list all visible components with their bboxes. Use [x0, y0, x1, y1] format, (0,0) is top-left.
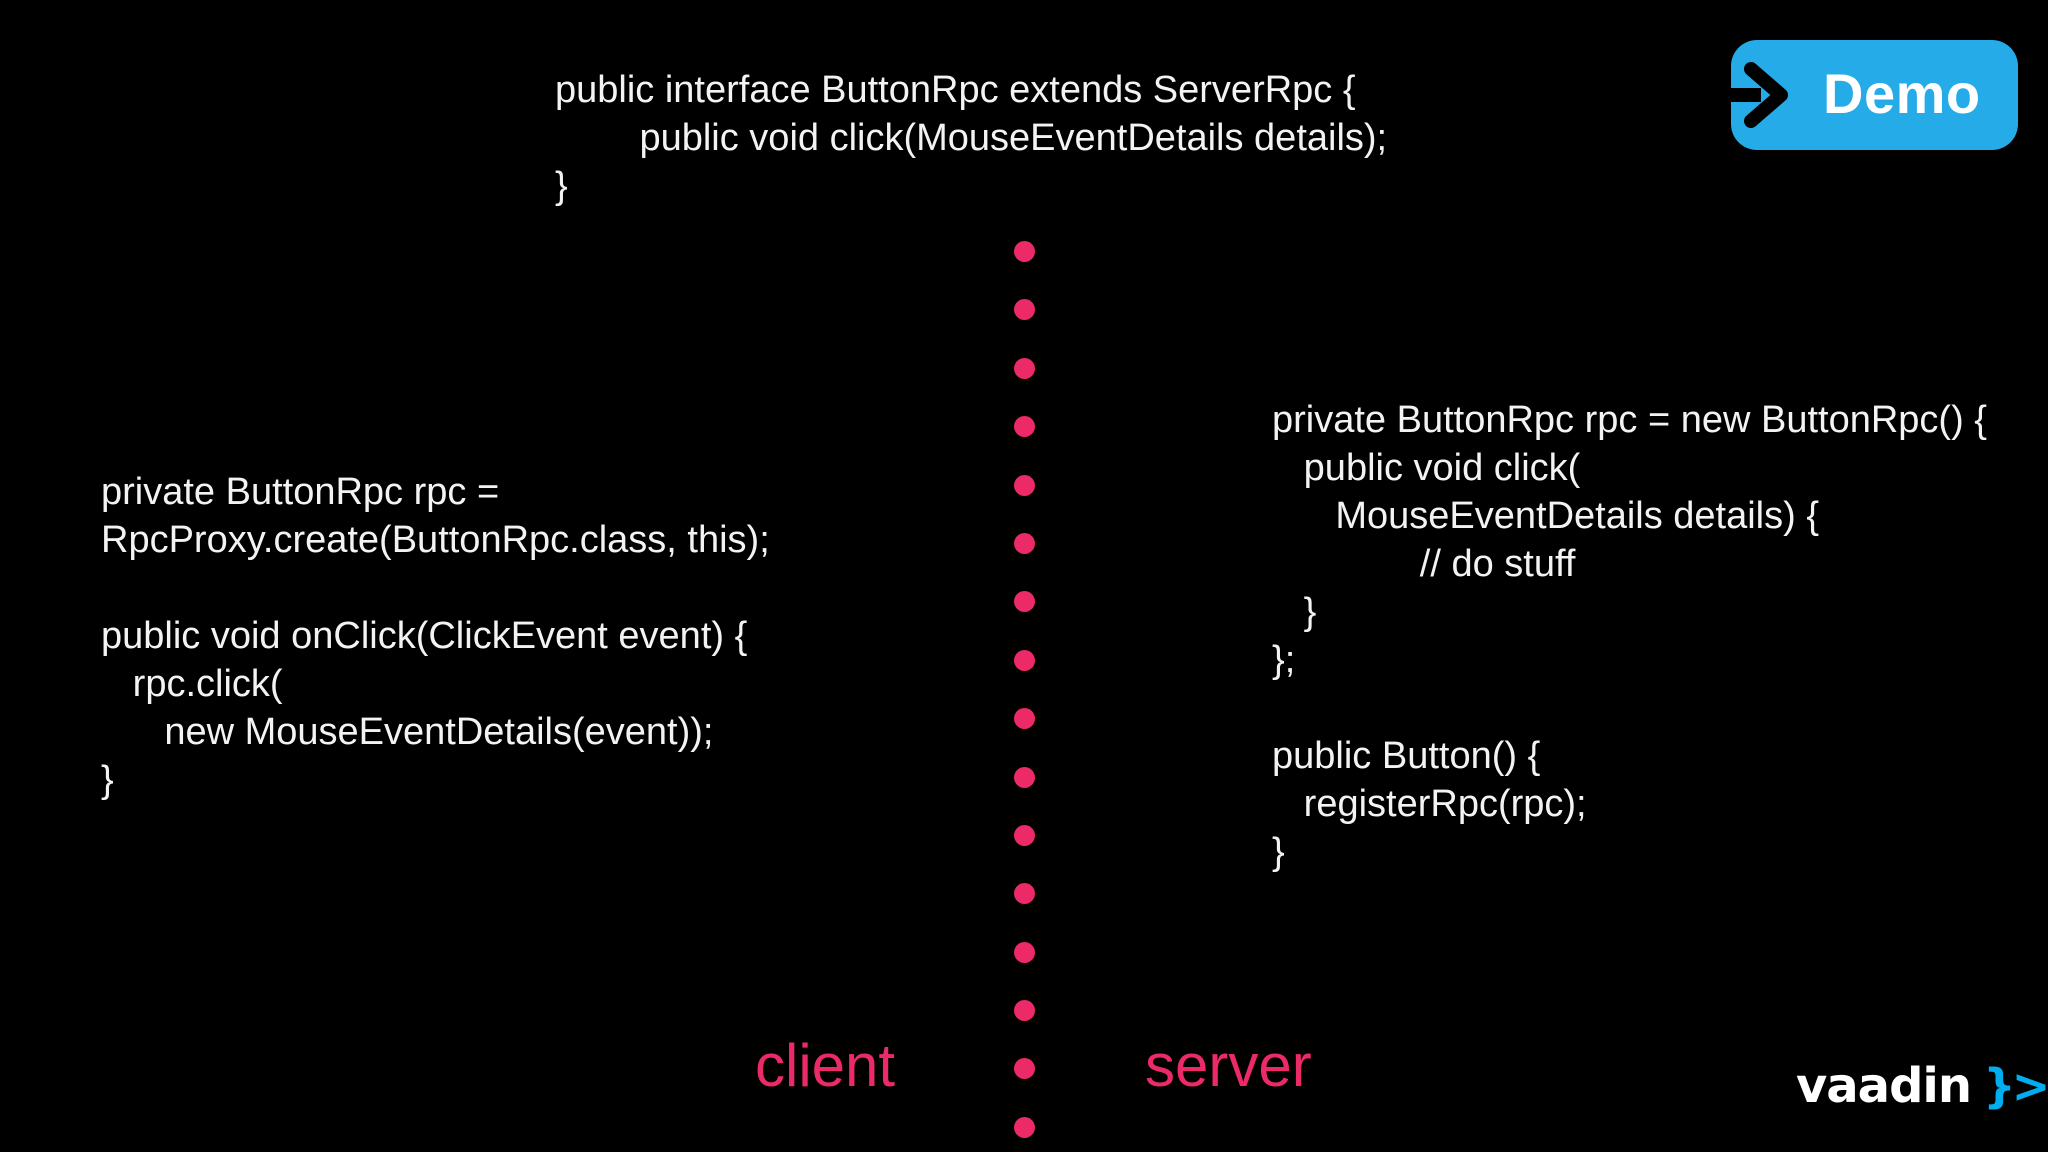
server-label: server [1145, 1032, 1312, 1099]
vaadin-logo-symbol-icon: }> [1983, 1059, 2048, 1113]
client-code-block: private ButtonRpc rpc = RpcProxy.create(… [101, 471, 770, 801]
divider-dot [1013, 708, 1035, 730]
divider-dot [1013, 591, 1035, 613]
divider-dot [1013, 1000, 1035, 1022]
divider-dot [1013, 532, 1035, 554]
client-label: client [755, 1032, 896, 1099]
divider-dot [1013, 883, 1035, 905]
divider-dot [1013, 941, 1035, 963]
divider-dot [1013, 1116, 1035, 1138]
demo-button-label: Demo [1823, 62, 1981, 126]
divider-dot [1013, 299, 1035, 321]
divider-dot [1013, 474, 1035, 496]
arrow-right-icon [1721, 62, 1788, 128]
client-server-divider [1013, 241, 1035, 1138]
divider-dot [1013, 357, 1035, 379]
demo-button[interactable]: Demo [1721, 40, 2018, 150]
vaadin-logo: vaadin }> [1796, 1058, 2048, 1114]
divider-dot [1013, 649, 1035, 671]
divider-dot [1013, 241, 1035, 262]
divider-dot [1013, 766, 1035, 788]
vaadin-wordmark: vaadin [1796, 1058, 1972, 1114]
interface-code-block: public interface ButtonRpc extends Serve… [555, 69, 1388, 207]
server-code-block: private ButtonRpc rpc = new ButtonRpc() … [1272, 399, 1987, 873]
divider-dot [1013, 416, 1035, 438]
divider-dot [1013, 824, 1035, 846]
divider-dot [1013, 1058, 1035, 1080]
